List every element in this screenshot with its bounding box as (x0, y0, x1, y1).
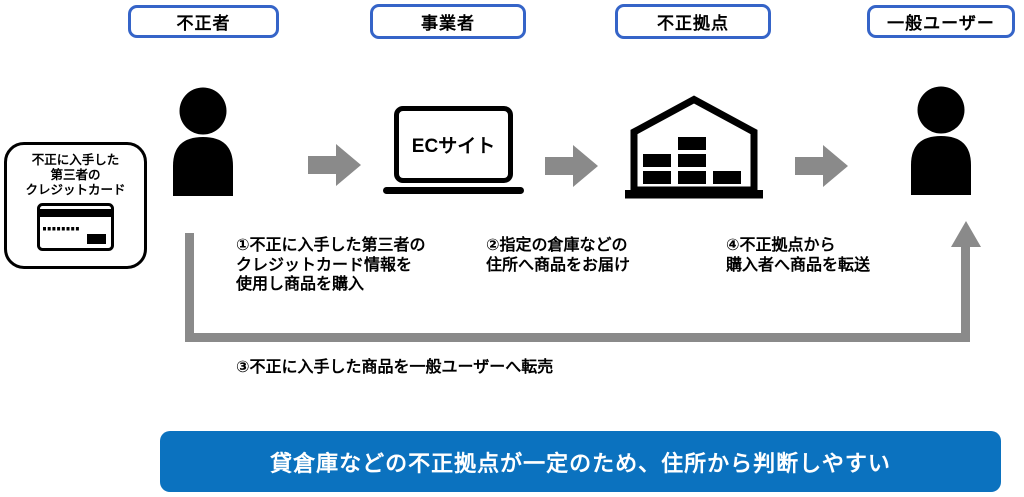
label-general-user-text: 一般ユーザー (887, 14, 995, 33)
label-fraud-base-text: 不正拠点 (657, 14, 729, 33)
resale-route-arrowhead (950, 221, 981, 247)
step2-text: ②指定の倉庫などの 住所へ商品をお届け (486, 236, 630, 275)
ec-site-label: ECサイト (411, 136, 496, 157)
step4-line1: ④不正拠点から (726, 237, 836, 254)
summary-banner-text: 貸倉庫などの不正拠点が一定のため、住所から判断しやすい (270, 450, 891, 476)
summary-banner: 貸倉庫などの不正拠点が一定のため、住所から判断しやすい (160, 431, 1001, 492)
person-icon-fraudster (173, 87, 233, 196)
label-fraudster: 不正者 (128, 5, 279, 38)
step3-text: ③不正に入手した商品を一般ユーザーへ転売 (236, 358, 553, 378)
arrow-icon-3 (795, 145, 848, 187)
laptop-icon: ECサイト (383, 106, 524, 194)
stolen-card-line2: 第三者の (50, 168, 101, 182)
warehouse-icon (625, 95, 763, 199)
step3-line1: ③不正に入手した商品を一般ユーザーへ転売 (236, 359, 554, 376)
step1-line3: 使用し商品を購入 (236, 276, 365, 293)
label-general-user: 一般ユーザー (867, 5, 1015, 38)
step1-line1: ①不正に入手した第三者の (236, 237, 426, 254)
person-icon-general-user (911, 86, 971, 195)
resale-route-arrow-left-segment (185, 233, 194, 342)
step4-text: ④不正拠点から 購入者へ商品を転送 (726, 236, 870, 275)
arrow-icon-2 (545, 145, 598, 187)
step1-text: ①不正に入手した第三者の クレジットカード情報を 使用し商品を購入 (236, 236, 426, 295)
step1-line2: クレジットカード情報を (236, 256, 413, 274)
label-business-text: 事業者 (421, 14, 475, 33)
label-fraud-base: 不正拠点 (615, 4, 771, 39)
step2-line2: 住所へ商品をお届け (486, 256, 631, 274)
stolen-card-box-text: 不正に入手した 第三者の クレジットカード (7, 153, 144, 198)
ec-site-screen: ECサイト (394, 106, 513, 183)
step4-line2: 購入者へ商品を転送 (726, 256, 871, 274)
stolen-card-line3: クレジットカード (25, 183, 126, 197)
stolen-card-box: 不正に入手した 第三者の クレジットカード (4, 142, 147, 269)
stolen-card-line1: 不正に入手した (31, 153, 120, 167)
credit-card-icon (37, 203, 114, 251)
resale-route-arrow-bottom-segment (185, 333, 970, 342)
laptop-base (383, 187, 524, 194)
arrow-icon-1 (308, 144, 361, 186)
label-fraudster-text: 不正者 (176, 14, 231, 33)
step2-line1: ②指定の倉庫などの (486, 237, 628, 254)
label-business: 事業者 (370, 4, 526, 39)
resale-route-arrow-right-segment (961, 246, 970, 342)
